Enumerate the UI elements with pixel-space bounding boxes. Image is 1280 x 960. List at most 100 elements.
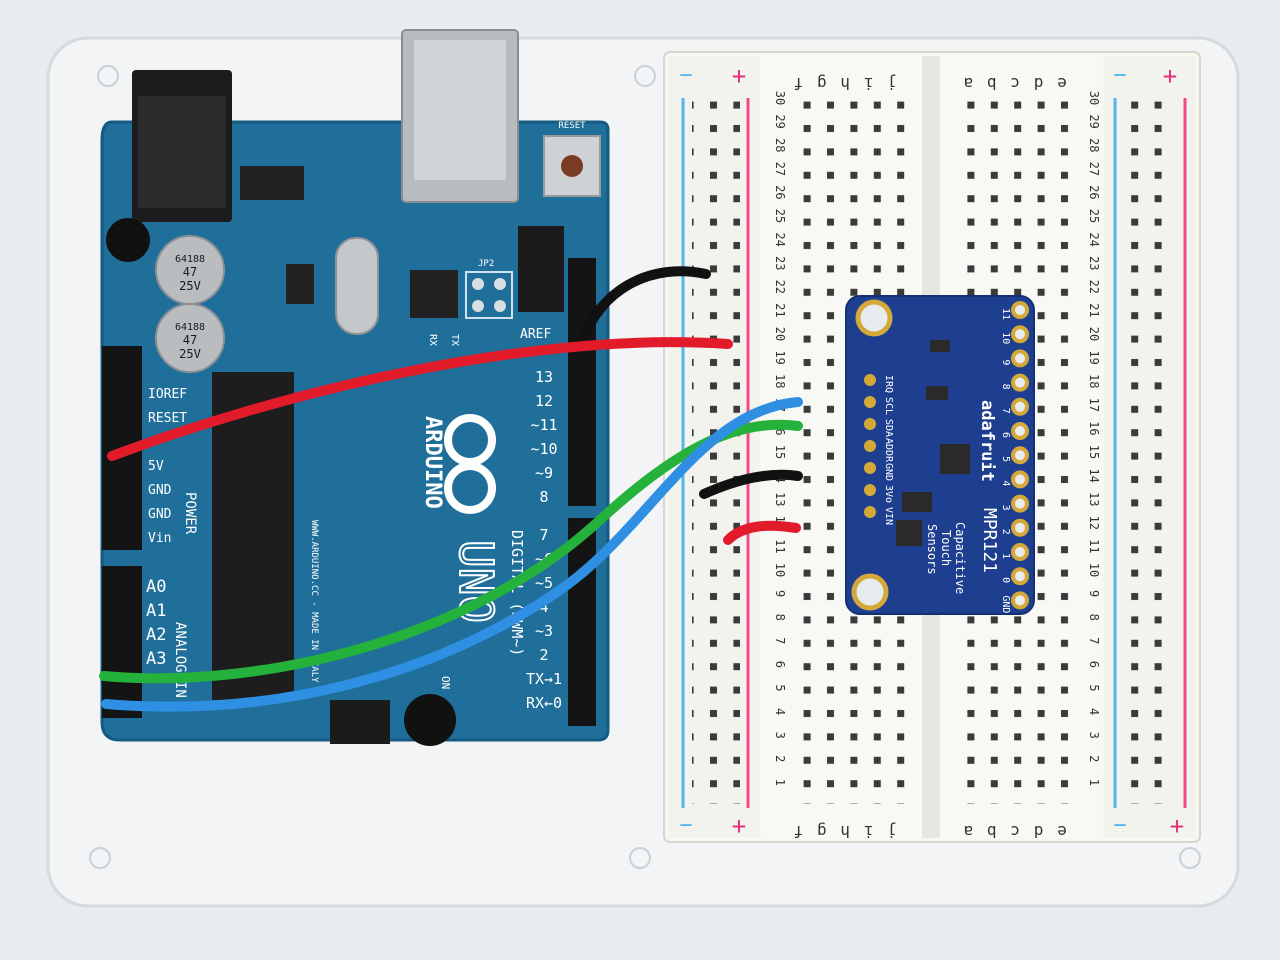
column-label: g xyxy=(817,74,827,93)
digital-pin-label: 8 xyxy=(539,488,548,506)
svg-text:64188: 64188 xyxy=(175,254,205,265)
column-label: b xyxy=(987,74,997,93)
row-number: 30 xyxy=(773,91,787,105)
aref-label: AREF xyxy=(520,327,551,342)
digital-pin-label: 7 xyxy=(539,526,548,544)
row-number: 17 xyxy=(1087,398,1101,412)
capacitor: 64188 47 25V xyxy=(155,235,225,305)
svg-text:47: 47 xyxy=(183,265,197,279)
digital-pin-label: ~9 xyxy=(535,464,553,482)
ioref-label: IOREF xyxy=(148,387,187,402)
crystal-oscillator xyxy=(335,237,379,335)
svg-text:25V: 25V xyxy=(179,347,201,361)
digital-pin-label: 12 xyxy=(535,392,553,410)
sensor-pin-pad xyxy=(864,396,876,408)
digital-pin-label: 2 xyxy=(539,646,548,664)
sensor-pin-pad xyxy=(864,462,876,474)
gnd-label: GND xyxy=(148,483,172,498)
mpr121-sensor-board: adafruit MPR121 Capacitive Touch Sensors… xyxy=(845,295,1035,615)
small-chip xyxy=(286,264,314,304)
row-number: 27 xyxy=(773,162,787,176)
sensor-pin-label: VIN xyxy=(883,507,894,525)
row-number: 4 xyxy=(773,708,787,715)
sensor-pin-pad xyxy=(1011,301,1029,319)
column-label: d xyxy=(1034,822,1044,841)
column-label: i xyxy=(864,822,874,841)
analog-header xyxy=(102,566,142,718)
row-number: 14 xyxy=(1087,468,1101,482)
row-number: 25 xyxy=(773,209,787,223)
row-number: 23 xyxy=(1087,256,1101,270)
row-number: 5 xyxy=(1087,684,1101,691)
row-number: 26 xyxy=(1087,185,1101,199)
row-number: 15 xyxy=(773,445,787,459)
row-number: 20 xyxy=(773,327,787,341)
arduino-logo xyxy=(444,414,496,514)
power-label: POWER xyxy=(182,492,198,535)
row-number: 5 xyxy=(773,684,787,691)
row-number: 6 xyxy=(1087,661,1101,668)
row-number: 24 xyxy=(1087,232,1101,246)
analog-pin-label: A1 xyxy=(146,601,166,621)
sensor-pin-label: 0 xyxy=(1000,577,1011,583)
sensor-pin-label: 3 xyxy=(1000,505,1011,511)
sensor-pin-label: 6 xyxy=(1000,432,1011,438)
column-label: h xyxy=(840,74,850,93)
column-label: f xyxy=(794,74,804,93)
sensor-pin-label: 7 xyxy=(1000,408,1011,414)
row-number: 10 xyxy=(773,563,787,577)
sensor-pin-pad xyxy=(864,484,876,496)
voltage-regulator xyxy=(240,166,304,200)
row-number: 13 xyxy=(773,492,787,506)
row-number: 19 xyxy=(1087,350,1101,364)
row-number: 24 xyxy=(773,232,787,246)
analog-pin-label: A2 xyxy=(146,625,166,645)
sensor-desc: Sensors xyxy=(925,524,939,575)
row-number: 4 xyxy=(1087,708,1101,715)
digital-pin-label: ~10 xyxy=(530,440,557,458)
row-number: 16 xyxy=(1087,421,1101,435)
rail-minus-label: − xyxy=(679,63,692,88)
svg-text:47: 47 xyxy=(183,333,197,347)
sensor-pin-label: 11 xyxy=(1000,308,1011,320)
svg-text:64188: 64188 xyxy=(175,322,205,333)
column-label: h xyxy=(840,822,850,841)
mount-screw xyxy=(106,218,150,262)
sensor-pin-pad xyxy=(1011,349,1029,368)
plate-hole xyxy=(629,847,651,869)
sensor-pin-pad xyxy=(864,374,876,386)
plate-hole xyxy=(1179,847,1201,869)
row-number: 21 xyxy=(1087,303,1101,317)
usb-chip xyxy=(410,270,458,318)
row-number: 30 xyxy=(1087,91,1101,105)
column-label: d xyxy=(1034,74,1044,93)
row-number: 3 xyxy=(1087,732,1101,739)
digital-pin-label: ~5 xyxy=(535,574,553,592)
rail-minus-label: − xyxy=(679,813,692,838)
sensor-pin-label: 10 xyxy=(1000,332,1011,344)
sensor-pin-label: 3Vo xyxy=(883,485,894,503)
sensor-name: MPR121 xyxy=(979,508,1000,573)
plate-hole xyxy=(634,65,656,87)
sensor-pin-pad xyxy=(1011,397,1029,416)
row-number: 7 xyxy=(773,637,787,644)
row-number: 26 xyxy=(773,185,787,199)
column-label: e xyxy=(1057,822,1067,841)
digital-header-high xyxy=(568,258,596,506)
reset-pin-label: RESET xyxy=(148,411,187,426)
red-wire-sensor-vin xyxy=(723,520,801,545)
plate-hole xyxy=(97,65,119,87)
sensor-pin-pad xyxy=(864,418,876,430)
column-label: j xyxy=(887,822,897,841)
column-label: i xyxy=(864,74,874,93)
rail-plus-label: + xyxy=(1170,812,1184,840)
sensor-pin-pad xyxy=(1011,567,1029,586)
icsp-header xyxy=(518,226,564,312)
sensor-pin-label: 4 xyxy=(1000,480,1011,486)
row-number: 21 xyxy=(773,303,787,317)
sensor-pin-label: SCL xyxy=(883,397,894,415)
row-number: 12 xyxy=(1087,516,1101,530)
column-label: a xyxy=(964,822,974,841)
